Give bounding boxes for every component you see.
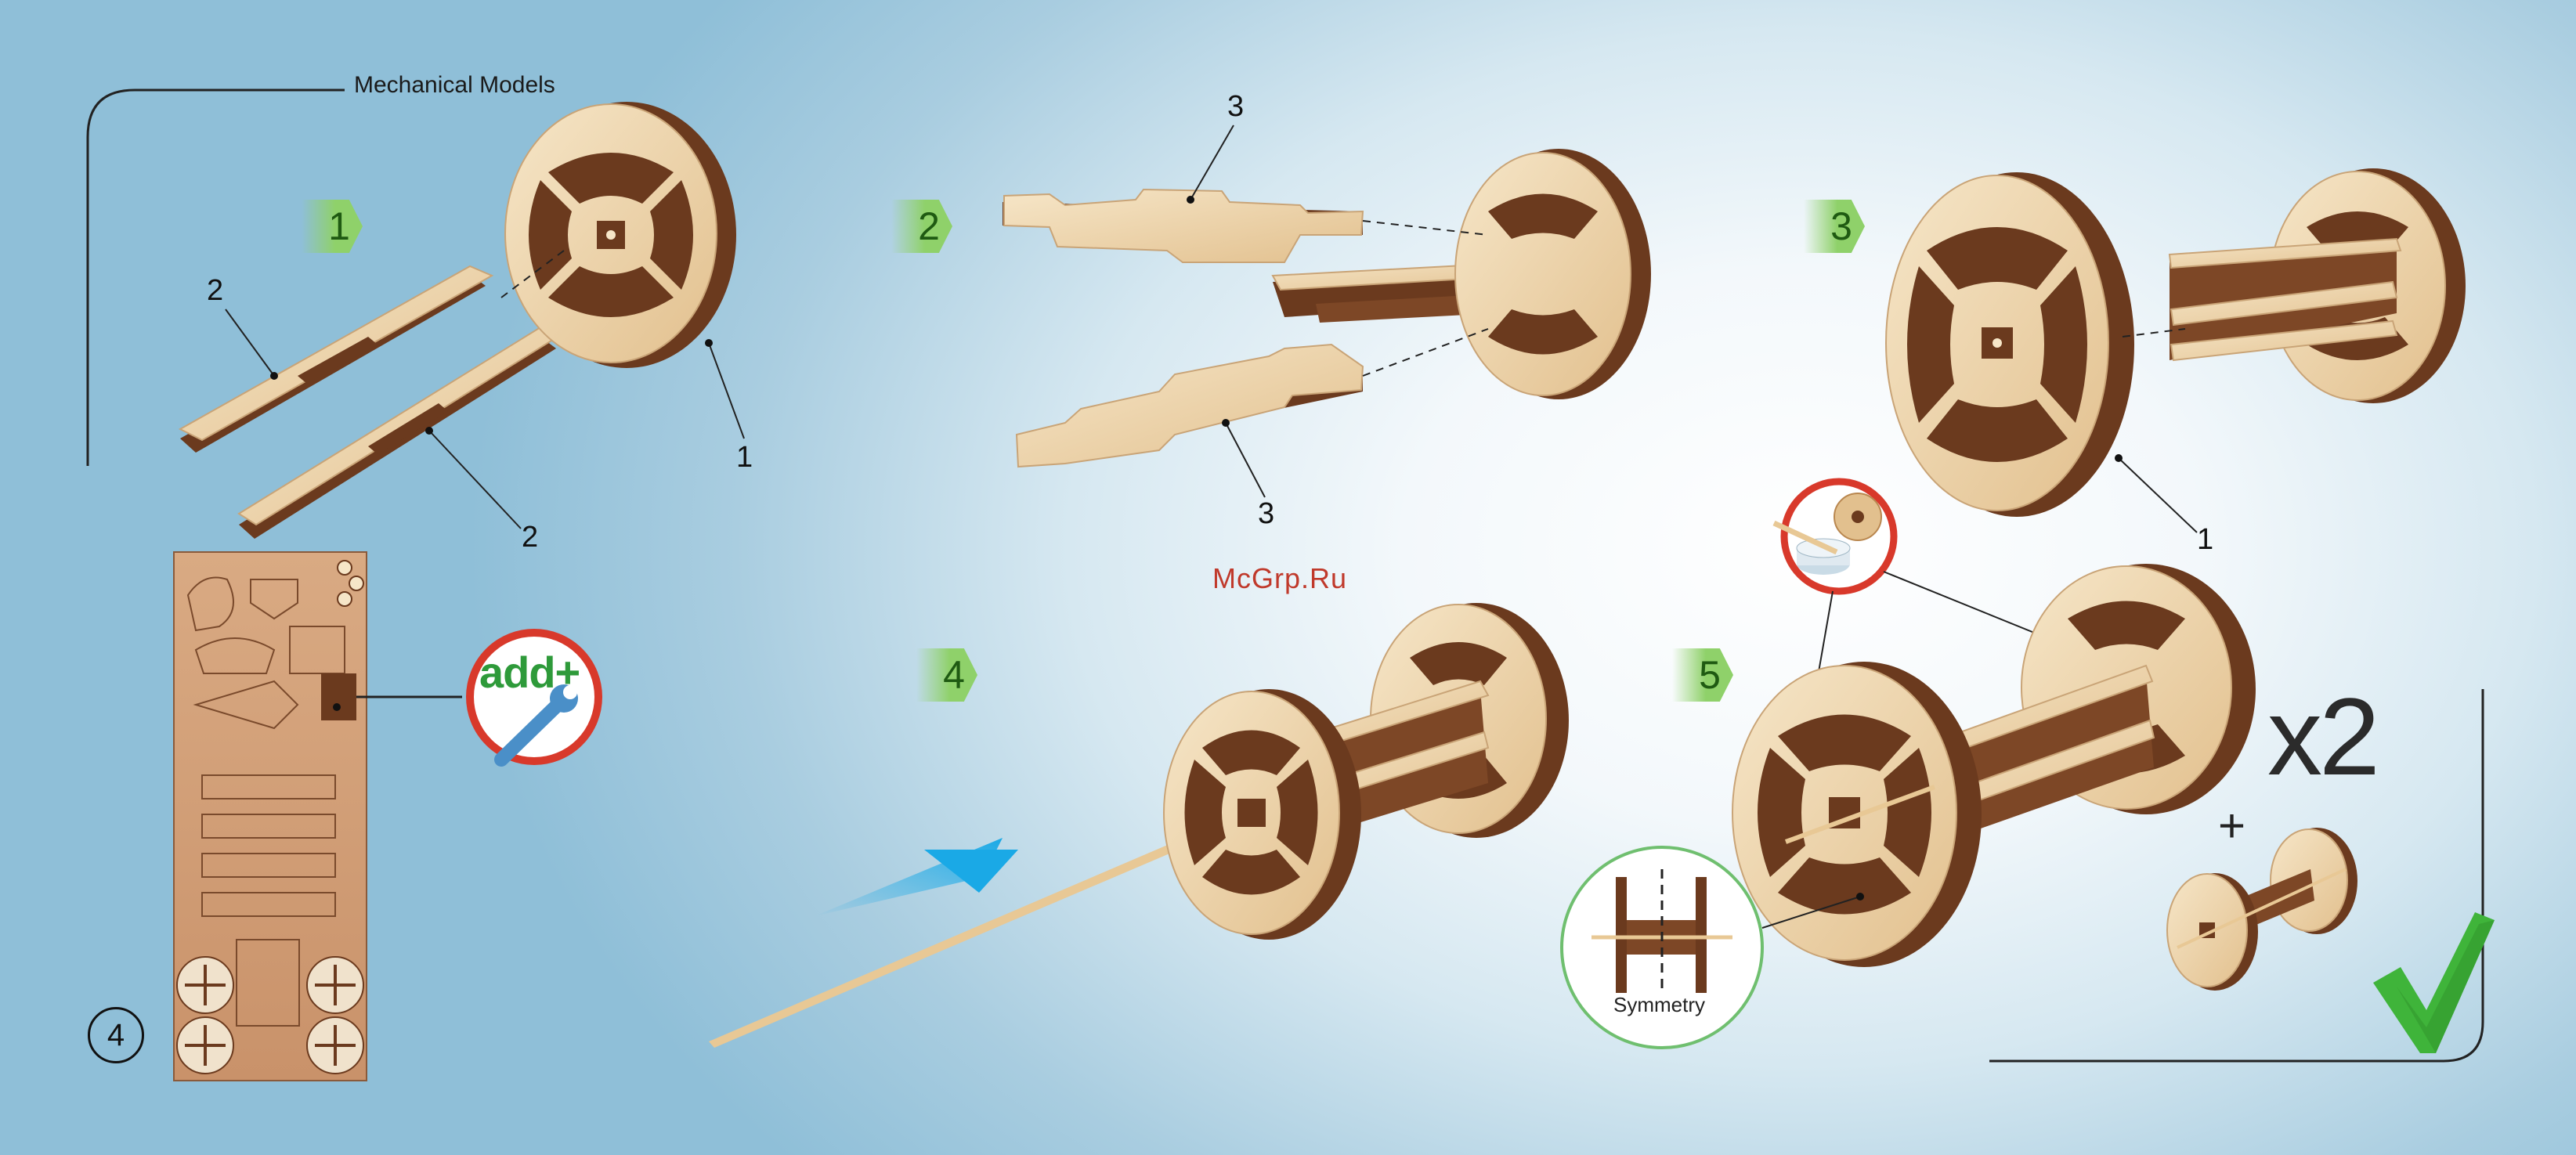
- plank-part-2-lower: [239, 327, 558, 539]
- label-part-3-bottom: 3: [1258, 497, 1274, 531]
- label-part-3-top: 3: [1227, 90, 1244, 124]
- add-badge-label: add+: [479, 647, 580, 698]
- label-part-1-step1: 1: [736, 441, 753, 475]
- glue-badge: [1774, 482, 1894, 591]
- rib-part-3-bottom: [1017, 345, 1363, 467]
- multiplier-label: x2: [2267, 673, 2377, 800]
- symmetry-label: Symmetry: [1613, 993, 1705, 1017]
- label-part-2-lower: 2: [522, 521, 538, 554]
- plus-sign: +: [2218, 799, 2245, 853]
- step1-assembly: [180, 102, 744, 539]
- wheel-part-1-step2: [1455, 149, 1651, 399]
- step2-assembly: [1003, 125, 1651, 497]
- parts-sheet: [174, 552, 462, 1081]
- wheel-front: [1886, 172, 2134, 517]
- spool: [1164, 603, 1569, 940]
- rib-part-3-top: [1003, 189, 1363, 262]
- label-part-2-upper: 2: [207, 274, 223, 308]
- checkmark-icon: [2373, 912, 2495, 1053]
- step3-assembly: [1886, 168, 2466, 532]
- symmetry-badge: [1562, 847, 1762, 1048]
- label-part-1-step3: 1: [2197, 523, 2213, 557]
- watermark: McGrp.Ru: [1212, 562, 1347, 595]
- gear-icon: [1834, 493, 1881, 540]
- step4-assembly: [709, 603, 1569, 1048]
- plank-part-2-upper: [180, 266, 492, 453]
- brand-label: Mechanical Models: [354, 72, 555, 99]
- wheel-part-1: [505, 102, 736, 368]
- small-spool: [2167, 828, 2357, 991]
- sheet-number-badge: 4: [88, 1007, 144, 1063]
